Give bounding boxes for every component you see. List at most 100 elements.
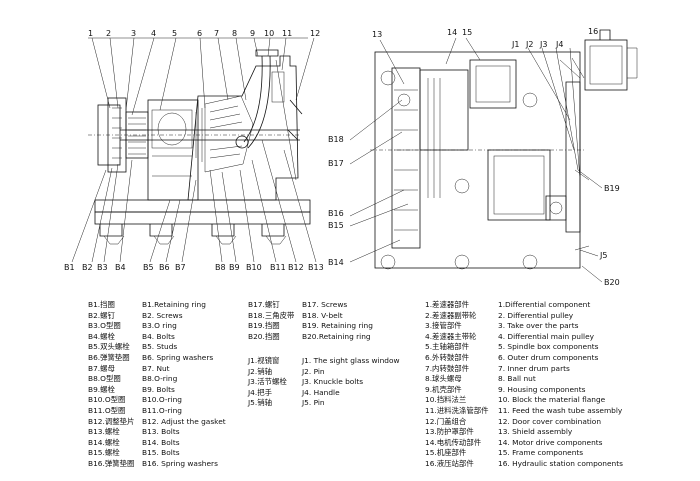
callout-11: 11 (282, 29, 292, 38)
legend-entry: B4.螺栓 (88, 331, 115, 341)
legend-entry: 14.电机传动部件 (425, 437, 482, 447)
legend-entry: 4. Differential main pulley (498, 331, 594, 341)
callout-2: 2 (106, 29, 111, 38)
legend-entry: B3.O ring (142, 321, 177, 331)
legend-entry: B10.O型圈 (88, 395, 126, 405)
legend-entry: 10.挡料法兰 (425, 395, 467, 405)
legend-entry: 11. Feed the wash tube assembly (498, 405, 623, 415)
right-side-view (370, 29, 638, 270)
callout-b13: B13 (308, 263, 324, 272)
callout-b19: B19 (604, 184, 620, 193)
legend-entry: J5.销轴 (248, 398, 273, 408)
callout-b7: B7 (175, 263, 186, 272)
right-side-callouts: B18 B17 B16 B15 B14 B19 J5 B20 (328, 135, 620, 287)
legend-entry: 1.差速器部件 (425, 300, 470, 309)
legend-entry: 5.主轴箱部件 (425, 342, 470, 352)
legend-entry: J1. The sight glass window (302, 356, 400, 365)
legend-entry: J3. Knuckle bolts (302, 377, 364, 387)
legend-entry: J4.把手 (248, 387, 273, 397)
legend-entry: B1.挡圈 (88, 300, 115, 309)
legend-entry: 15.机座部件 (425, 448, 467, 458)
legend-entry: B19.挡圈 (248, 321, 280, 331)
callout-j2: J2 (525, 40, 533, 49)
callout-b16: B16 (328, 209, 344, 218)
legend-entry: 13. Shield assembly (498, 427, 573, 437)
legend-entry: B9.螺栓 (88, 384, 115, 394)
callout-b5: B5 (143, 263, 154, 272)
legend-entry: B6. Spring washers (142, 352, 214, 362)
legend-entry: 2.差速器副带轮 (425, 310, 477, 320)
callout-j5: J5 (599, 251, 607, 260)
legend-entry: B3.O型圈 (88, 321, 121, 331)
legend-entry: 7.内转鼓部件 (425, 363, 470, 373)
callout-9: 9 (250, 29, 255, 38)
callout-3: 3 (131, 29, 136, 38)
legend-entry: 7. Inner drum parts (498, 363, 570, 373)
callout-b9: B9 (229, 263, 240, 272)
legend-entry: 16. Hydraulic station components (498, 458, 623, 468)
legend-entry: 11.进料洗涤管部件 (425, 405, 489, 415)
legend-entry: B1.Retaining ring (142, 300, 206, 309)
right-side-leaders (349, 99, 603, 283)
legend-entry: J4. Handle (302, 387, 340, 397)
legend-entry: 9. Housing components (498, 384, 586, 394)
legend-entry: B10.O-ring (142, 395, 182, 405)
legend-entry: B17. Screws (302, 300, 348, 309)
callout-b15: B15 (328, 221, 344, 230)
left-section-view (88, 49, 311, 245)
callout-15: 15 (462, 28, 472, 37)
callout-6: 6 (197, 29, 202, 38)
assembly-drawing: 1 2 3 4 5 6 7 8 9 10 11 12 B1 B2 B3 B4 B… (64, 27, 638, 287)
legend-entry: 13.防护罩部件 (425, 427, 474, 437)
legend-entry: 15. Frame components (498, 448, 584, 458)
legend-entry: 10. Block the material flange (498, 395, 606, 405)
callout-b17: B17 (328, 159, 344, 168)
legend-entry: 3.接管部件 (425, 321, 462, 331)
left-top-callouts: 1 2 3 4 5 6 7 8 9 10 11 12 (88, 29, 320, 38)
callout-b3: B3 (97, 263, 108, 272)
legend-entry: B7. Nut (142, 363, 170, 373)
legend-entry: B14. Bolts (142, 437, 180, 447)
legend-entry: B15.螺栓 (88, 448, 120, 458)
callout-b11: B11 (270, 263, 286, 272)
callout-b10: B10 (246, 263, 262, 272)
legend-entry: B11.O型圈 (88, 405, 126, 415)
legend-entry: B9. Bolts (142, 384, 175, 394)
legend-entry: B11.O-ring (142, 405, 182, 415)
legend-entry: B2. Screws (142, 310, 183, 320)
callout-b6: B6 (159, 263, 170, 272)
callout-5: 5 (172, 29, 177, 38)
callout-12: 12 (310, 29, 320, 38)
legend-entry: B15. Bolts (142, 448, 180, 458)
callout-4: 4 (151, 29, 156, 38)
legend-entry: B14.螺栓 (88, 437, 120, 447)
legend-entry: J1.视镜窗 (248, 356, 280, 365)
legend-entry: 6. Outer drum components (498, 352, 599, 362)
legend-entry: B2.螺钉 (88, 310, 115, 320)
callout-j1: J1 (511, 40, 519, 49)
legend-entry: 2. Differential pulley (498, 310, 574, 320)
callout-14: 14 (447, 28, 457, 37)
callout-7: 7 (214, 29, 219, 38)
legend-entry: 4.差速器主带轮 (425, 331, 477, 341)
legend-entry: B18.三角皮带 (248, 310, 295, 320)
legend-entry: B12.调整垫片 (88, 416, 135, 426)
legend-entry: B13.螺栓 (88, 427, 120, 437)
legend-entry: 8. Ball nut (498, 374, 536, 384)
legend-entry: 5. Spindle box components (498, 342, 599, 352)
legend-entry: B20.挡圈 (248, 331, 280, 341)
legend-entry: 1.Differential component (498, 300, 591, 309)
legend-entry: B16.弹簧垫圈 (88, 458, 135, 468)
callout-1: 1 (88, 29, 93, 38)
legend-entry: B8.O型圈 (88, 374, 121, 384)
callout-b14: B14 (328, 258, 344, 267)
right-top-leaders (379, 37, 581, 181)
